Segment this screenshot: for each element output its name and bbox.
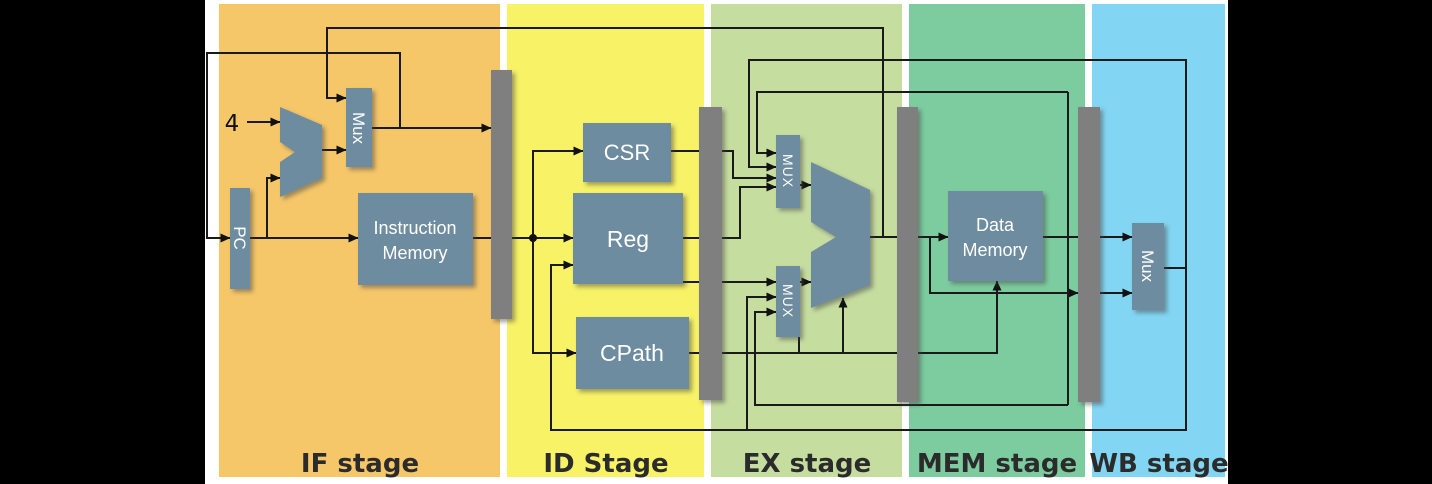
wire-alu-result-to-memwb bbox=[929, 237, 1079, 298]
wire-wb-forward-to-exmuxa bbox=[748, 59, 1187, 268]
data-memory-label-line2: Memory bbox=[962, 240, 1027, 260]
wb-stage-label: WB stage bbox=[1089, 449, 1228, 479]
ifid-pipeline-register bbox=[491, 70, 512, 319]
wb-mux-box bbox=[1132, 223, 1164, 310]
if-stage-label: IF stage bbox=[301, 449, 419, 479]
if-mux-label: Mux bbox=[349, 112, 368, 145]
csr-box bbox=[583, 123, 671, 182]
const-4-label: 4 bbox=[225, 111, 240, 137]
memwb-pipeline-register bbox=[1078, 107, 1100, 402]
wire-instr-to-csr bbox=[532, 146, 584, 238]
csr-label: CSR bbox=[604, 140, 650, 165]
wire-cpath-to-dmem-control bbox=[689, 280, 1002, 354]
ex-mux-a-box bbox=[776, 135, 800, 208]
stage-labels: IF stage ID Stage EX stage MEM stage WB … bbox=[301, 449, 1229, 479]
wire-instr-to-cpath bbox=[532, 238, 577, 358]
ex-stage-label: EX stage bbox=[743, 449, 872, 479]
data-memory-label-line1: Data bbox=[976, 215, 1015, 235]
component-labels: 4 PC Mux Instruction Memory CSR Reg CPat… bbox=[225, 111, 1157, 366]
id-stage-label: ID Stage bbox=[543, 449, 668, 479]
ex-mux-b-box bbox=[776, 266, 800, 337]
data-memory-box bbox=[948, 191, 1043, 281]
wire-mem-forward-to-exmuxa bbox=[756, 91, 1068, 158]
band-ex-stage bbox=[711, 4, 902, 477]
instruction-memory-label-line2: Memory bbox=[382, 243, 447, 263]
pipeline-registers bbox=[491, 70, 1100, 402]
wire-mem-forward-to-exmuxb bbox=[754, 307, 1068, 406]
pc-adder-shape bbox=[280, 107, 322, 197]
alu-shape bbox=[811, 162, 870, 308]
reg-box bbox=[573, 193, 683, 284]
instruction-memory-label-line1: Instruction bbox=[373, 218, 456, 238]
cpath-box bbox=[576, 317, 689, 389]
wb-mux-label: Mux bbox=[1138, 250, 1157, 283]
ex-mux-a-label: MUX bbox=[780, 154, 796, 188]
mem-stage-label: MEM stage bbox=[917, 449, 1077, 479]
pc-label: PC bbox=[230, 226, 249, 250]
wire-wb-forward-to-exmuxb bbox=[746, 292, 777, 430]
instruction-junction-dot bbox=[529, 234, 537, 242]
idex-pipeline-register bbox=[699, 107, 722, 400]
instruction-memory-box bbox=[358, 193, 473, 285]
wire-pc-to-adder bbox=[266, 173, 281, 238]
if-mux-box bbox=[346, 88, 372, 167]
pc-box bbox=[230, 188, 250, 289]
wire-branch-target-feedback bbox=[326, 27, 884, 237]
components bbox=[230, 88, 1164, 389]
ex-mux-b-label: MUX bbox=[780, 284, 796, 318]
reg-label: Reg bbox=[607, 226, 649, 252]
wire-next-pc-loop bbox=[206, 52, 401, 243]
cpath-label: CPath bbox=[600, 340, 664, 366]
wires bbox=[206, 27, 1187, 431]
wire-writeback-to-reg bbox=[550, 260, 1187, 431]
exmem-pipeline-register bbox=[897, 107, 918, 402]
